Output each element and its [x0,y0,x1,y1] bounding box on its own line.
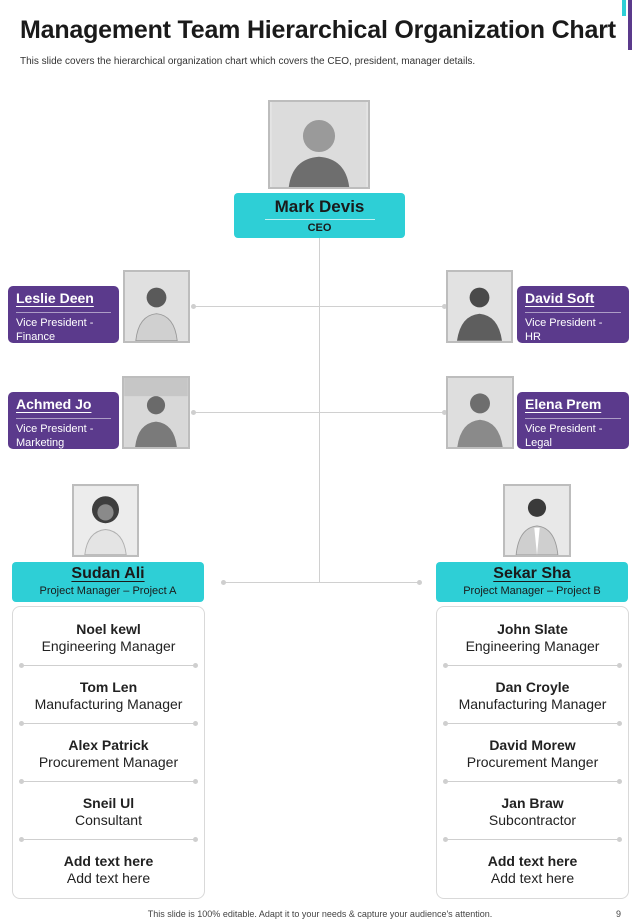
manager-photo [503,484,571,557]
member-role: Engineering Manager [465,638,600,654]
connector-dot [221,580,226,585]
connector-row-2 [194,412,444,413]
vp-name: Leslie Deen [16,290,94,306]
vp-card-finance: Leslie Deen Vice President - Finance [8,286,119,343]
vp-photo [446,376,514,449]
team-member: David Morew Procurement Manger [437,737,628,771]
member-role: Consultant [75,812,142,828]
manager-photo [72,484,139,557]
person-icon [448,378,512,447]
member-name: Noel kewl [76,621,141,637]
person-icon [505,486,569,555]
team-panel-left: Noel kewl Engineering Manager Tom Len Ma… [12,606,205,899]
vp-name: Achmed Jo [16,396,92,412]
ceo-name: Mark Devis [274,197,365,216]
divider [443,663,622,668]
manager-card-project-b: Sekar Sha Project Manager – Project B [436,562,628,602]
member-role: Engineering Manager [41,638,176,654]
member-name: Alex Patrick [68,737,149,753]
member-role: Procurement Manger [466,754,599,770]
team-member: Dan Croyle Manufacturing Manager [437,679,628,713]
ceo-role: CEO [307,222,332,234]
person-icon [74,486,137,555]
member-role: Manufacturing Manager [458,696,607,712]
member-name: Add text here [63,853,154,869]
ceo-card: Mark Devis CEO [234,193,405,238]
member-role: Add text here [490,870,575,886]
vp-role: Vice President - HR [525,312,621,344]
member-name: Add text here [487,853,578,869]
connector-dot [191,410,196,415]
vp-card-hr: David Soft Vice President - HR [517,286,629,343]
team-member: John Slate Engineering Manager [437,621,628,655]
member-role: Add text here [66,870,151,886]
member-name: John Slate [497,621,568,637]
page-number: 9 [616,909,622,919]
person-icon [125,272,188,341]
member-name: Dan Croyle [495,679,570,695]
connector-dot [442,410,447,415]
connector-vertical [319,238,320,582]
page-title: Management Team Hierarchical Organizatio… [20,16,616,44]
vp-role: Vice President - Legal [525,418,621,450]
person-icon [124,378,188,447]
manager-name: Sudan Ali [71,565,145,582]
manager-role: Project Manager – Project B [463,585,601,597]
divider [19,837,198,842]
ceo-photo [268,100,370,189]
team-member: Tom Len Manufacturing Manager [13,679,204,713]
team-member: Alex Patrick Procurement Manager [13,737,204,771]
vp-card-legal: Elena Prem Vice President - Legal [517,392,629,449]
person-icon [271,102,367,187]
footer-note: This slide is 100% editable. Adapt it to… [147,909,493,919]
connector-dot [417,580,422,585]
vp-role: Vice President - Marketing [16,418,111,450]
page-subtitle: This slide covers the hierarchical organ… [20,56,476,67]
member-role: Procurement Manager [38,754,179,770]
divider [19,663,198,668]
member-name: Tom Len [79,679,138,695]
connector-row-3 [224,582,420,583]
member-name: Jan Braw [501,795,564,811]
divider [19,779,198,784]
manager-card-project-a: Sudan Ali Project Manager – Project A [12,562,204,602]
divider [19,721,198,726]
vp-name: David Soft [525,290,595,306]
divider [443,837,622,842]
vp-name: Elena Prem [525,396,602,412]
team-member: Add text here Add text here [437,853,628,887]
team-panel-right: John Slate Engineering Manager Dan Croyl… [436,606,629,899]
team-member: Jan Braw Subcontractor [437,795,628,829]
vp-role: Vice President - Finance [16,312,111,344]
vp-photo [446,270,513,343]
accent-bar-purple [628,0,632,50]
team-member: Noel kewl Engineering Manager [13,621,204,655]
vp-photo [123,270,190,343]
connector-dot [191,304,196,309]
ceo-divider [264,219,375,220]
accent-bar-teal [622,0,626,16]
team-member: Add text here Add text here [13,853,204,887]
member-name: David Morew [489,737,576,753]
manager-name: Sekar Sha [493,565,571,582]
member-name: Sneil Ul [82,795,135,811]
connector-row-1 [194,306,444,307]
connector-dot [442,304,447,309]
member-role: Subcontractor [488,812,577,828]
team-member: Sneil Ul Consultant [13,795,204,829]
vp-card-marketing: Achmed Jo Vice President - Marketing [8,392,119,449]
manager-role: Project Manager – Project A [39,585,177,597]
member-role: Manufacturing Manager [34,696,183,712]
vp-photo [122,376,190,449]
divider [443,721,622,726]
divider [443,779,622,784]
person-icon [448,272,511,341]
